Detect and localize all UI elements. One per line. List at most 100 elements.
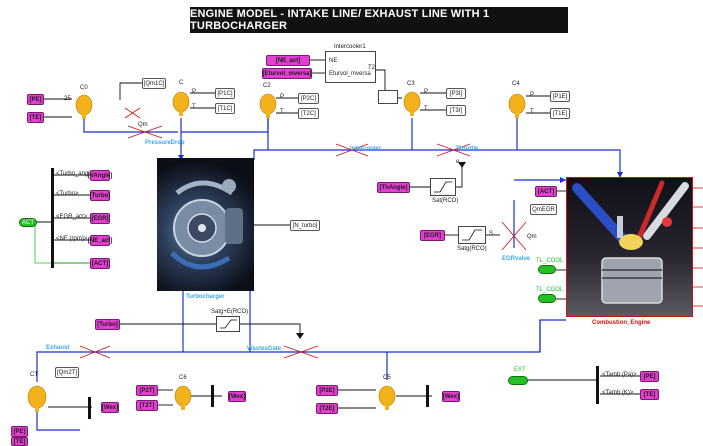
goto-t2c[interactable]: [T2C]	[298, 108, 319, 119]
valve-exhaust	[80, 346, 110, 358]
label-t-c3: T	[424, 106, 428, 112]
label-qm-drop: Qm	[138, 122, 148, 128]
tag-wext-c5[interactable]: [Wex]	[442, 391, 460, 402]
tag-te[interactable]: [TE]	[27, 112, 44, 123]
tag-t2e[interactable]: [T2E]	[316, 403, 338, 414]
chamber-c6-label: C6	[179, 375, 187, 381]
label-combustion-engine: Combustion_Engine	[592, 320, 650, 326]
bus-label-ne: <NE (rpm)>	[56, 236, 87, 242]
label-t-c2: T	[280, 109, 284, 115]
port-tlcool-2[interactable]	[538, 294, 556, 303]
goto-p2c[interactable]: [P2C]	[298, 93, 319, 104]
label-p-c: P	[192, 89, 196, 95]
goto-qm-egr[interactable]: QmEGR	[530, 204, 557, 215]
tag-p2e[interactable]: [P2E]	[316, 385, 338, 396]
chamber-c0	[76, 95, 92, 119]
bus-ct	[88, 397, 91, 419]
intercooler-eturvol: Eturvol_mversa	[329, 71, 371, 77]
label-egrvalve: EGRvalve	[502, 256, 530, 262]
chamber-c5-label: C5	[383, 375, 391, 381]
intercooler-switch[interactable]	[378, 90, 398, 104]
chamber-c2-label: C2	[263, 83, 271, 89]
goto-p3i[interactable]: [P3I]	[446, 88, 466, 99]
label-p-c4: P	[530, 92, 534, 98]
sat-curve-icon	[431, 179, 455, 195]
intercooler-ne: NE	[329, 58, 337, 64]
port-ext[interactable]	[508, 376, 528, 385]
tag-ne-act[interactable]: [NE_act]	[266, 55, 310, 66]
label-25: 25	[64, 96, 71, 102]
goto-p1c[interactable]: [P1C]	[215, 88, 235, 99]
label-s-egr: S	[489, 231, 493, 237]
intercooler-block[interactable]: NE Eturvol_mversa T2	[325, 51, 376, 83]
tag-te-left[interactable]: [TE]	[11, 437, 28, 446]
goto-nturbo[interactable]: [N_turbo]	[290, 220, 320, 231]
goto-qm1c[interactable]: [Qm1C]	[142, 78, 166, 89]
label-qm-egr: Qm	[527, 234, 537, 240]
chamber-c4	[509, 94, 525, 118]
label-wastegate: WastesGate	[247, 346, 281, 352]
chamber-ct	[28, 386, 46, 412]
bus-ext	[596, 366, 599, 404]
goto-t1c[interactable]: [T1C]	[215, 103, 235, 114]
satg-curve-icon	[459, 227, 485, 243]
satg2-curve-icon	[217, 317, 239, 331]
marker-down-2	[296, 333, 304, 339]
tag-pe-out[interactable]: [PE]	[640, 371, 659, 382]
label-p-c3: P	[424, 89, 428, 95]
chamber-c0-label: C0	[80, 85, 88, 91]
tag-thangle[interactable]: [ThAngle]	[377, 182, 410, 193]
valve-egr	[502, 222, 526, 250]
tag-te-out[interactable]: [TE]	[640, 389, 659, 400]
label-t-c: T	[192, 104, 196, 110]
goto-p1e[interactable]: [P1E]	[550, 91, 570, 102]
tag-act[interactable]: [ACT]	[90, 258, 110, 269]
tag-wext-ct[interactable]: [Wex]	[101, 402, 119, 413]
bus-label-tamb-k: <Tamb (K)>	[602, 390, 633, 396]
label-sat-rco: Sat(RCO)	[432, 198, 458, 204]
tag-egr-in[interactable]: [EGR]	[420, 230, 445, 241]
tag-vangle[interactable]: [VAngle]	[90, 170, 110, 181]
valve-wastegate	[284, 346, 318, 358]
tag-eturvol[interactable]: [Eturvol_mversa]	[262, 68, 312, 79]
intercooler-title: Intercooler1	[334, 44, 366, 50]
chamber-ct-label: CT	[30, 372, 38, 378]
sat-wastegate[interactable]	[216, 316, 240, 332]
turbocharger-image[interactable]	[157, 158, 254, 291]
bus-c6	[211, 385, 214, 407]
label-pressuredrop: PressureDrop	[145, 140, 185, 146]
tag-turbo[interactable]: [Turbo]	[90, 190, 110, 201]
tag-pe-left[interactable]: [PE]	[11, 426, 28, 437]
turbocharger-illustration	[157, 158, 254, 291]
label-satg-rco: Satg(RCO)	[457, 246, 487, 252]
chamber-c	[173, 92, 189, 116]
tag-act-engine[interactable]: [ACT]	[535, 186, 557, 197]
tag-turbo-in[interactable]: [Turbo]	[95, 319, 120, 330]
chamber-c5	[379, 386, 395, 410]
tag-ne-act-2[interactable]: [NE_act]	[90, 235, 110, 246]
chamber-c3-label: C3	[407, 81, 415, 87]
label-t-c4: T	[530, 109, 534, 115]
tag-pe[interactable]: [PE]	[27, 94, 44, 105]
label-throttle-m: e	[456, 159, 459, 165]
chamber-c2	[260, 94, 276, 118]
label-tlcool-2: TL_COOL	[536, 287, 563, 293]
sat-throttle[interactable]	[430, 178, 456, 196]
goto-t3i[interactable]: [T3I]	[446, 105, 466, 116]
tag-t2t[interactable]: [T2T]	[136, 400, 158, 411]
port-act[interactable]: ACT	[19, 218, 37, 227]
tag-egr[interactable]: [EGR]	[90, 213, 110, 224]
label-ext: EXT	[514, 367, 526, 373]
goto-t1e[interactable]: [T1E]	[550, 108, 570, 119]
tag-p2t[interactable]: [P2T]	[136, 385, 158, 396]
bus-demux-left	[51, 168, 54, 268]
sat-egr[interactable]	[458, 226, 486, 244]
bus-label-tamb-pa: <Tamb (Pa)>	[602, 372, 637, 378]
goto-qm2t[interactable]: [Qm2T]	[55, 367, 79, 378]
label-turbocharger: Turbocharger	[186, 294, 225, 300]
label-satg-rco-2: Satg+E(RCO)	[211, 309, 248, 315]
combustion-engine-image[interactable]	[566, 177, 693, 317]
port-tlcool-1[interactable]	[538, 265, 556, 274]
tag-wext-c6[interactable]: [Wex]	[228, 391, 246, 402]
